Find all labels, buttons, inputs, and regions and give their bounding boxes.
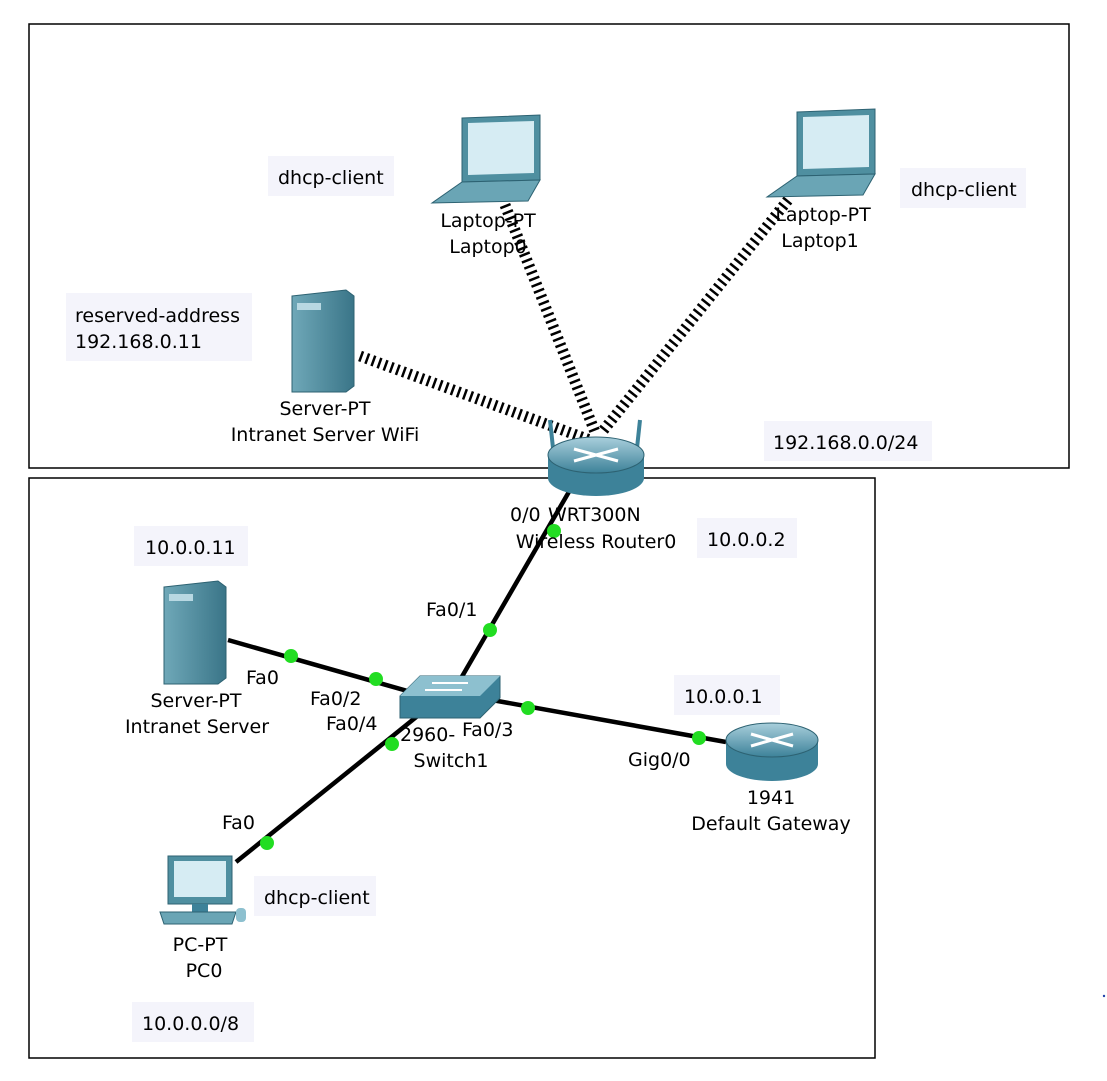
wifi-server-name-label: Intranet Server WiFi xyxy=(231,424,420,446)
note-dhcp-client: dhcp-client xyxy=(911,179,1017,201)
lan-area-box xyxy=(28,477,876,1059)
link-up-indicator xyxy=(369,672,383,686)
note-lan-network: 10.0.0.0/8 xyxy=(142,1013,239,1035)
switch-model-label: 2960- xyxy=(400,724,455,746)
link-up-indicator xyxy=(260,836,274,850)
note-background xyxy=(132,1002,254,1042)
note-server-ip: 10.0.0.11 xyxy=(145,537,236,559)
antenna xyxy=(548,419,555,449)
laptop-screen xyxy=(803,115,869,169)
port-label-fa0-2: Fa0/2 xyxy=(310,688,361,710)
note-background xyxy=(674,675,780,715)
router-arrows xyxy=(573,447,619,463)
laptop-keyboard xyxy=(430,179,541,204)
link-up-indicator xyxy=(547,524,561,538)
note-background xyxy=(697,518,797,558)
pc-name-label: PC0 xyxy=(186,960,223,982)
server-drive-bay xyxy=(169,594,193,601)
note-reserved-ip: 192.168.0.11 xyxy=(75,331,202,353)
port-label-fa0-4: Fa0/4 xyxy=(326,713,377,735)
laptop-screen xyxy=(468,121,534,175)
note-gateway-ip: 10.0.0.1 xyxy=(684,686,763,708)
stray-dot xyxy=(1102,994,1106,998)
wireless-link-laptop0 xyxy=(499,202,601,435)
wireless-link-laptop1 xyxy=(597,196,793,436)
wireless-links xyxy=(358,196,793,446)
note-background xyxy=(900,168,1026,208)
switch-device[interactable] xyxy=(399,675,501,719)
laptop1-name-label: Laptop1 xyxy=(781,230,859,252)
server-drive-bay xyxy=(297,303,321,310)
pc-stand xyxy=(192,904,208,912)
pc-screen xyxy=(174,861,226,897)
link-indicators xyxy=(260,524,706,850)
note-background xyxy=(268,156,394,196)
switch-name-label: Switch1 xyxy=(414,750,489,772)
laptop0-model-label: Laptop-PT xyxy=(440,210,536,232)
note-background xyxy=(134,526,248,566)
cable-server-switch xyxy=(227,637,419,697)
link-up-indicator xyxy=(521,701,535,715)
pc-keyboard xyxy=(159,911,237,925)
port-label-fa0-1: Fa0/1 xyxy=(426,599,477,621)
cable-router-switch xyxy=(458,488,572,682)
laptop0-device[interactable] xyxy=(430,114,541,204)
port-label-pc-fa0: Fa0 xyxy=(222,812,255,834)
gateway-model-label: 1941 xyxy=(747,787,795,809)
server-icon xyxy=(291,289,355,393)
pc-device[interactable] xyxy=(159,855,246,925)
gateway-router-device[interactable] xyxy=(725,722,819,781)
laptop1-device[interactable] xyxy=(765,108,876,198)
note-dhcp-client: dhcp-client xyxy=(278,167,384,189)
laptop-keyboard xyxy=(765,173,876,198)
intranet-server-name-label: Intranet Server xyxy=(125,716,269,738)
port-label-gig0-0: Gig0/0 xyxy=(628,749,691,771)
gateway-name-label: Default Gateway xyxy=(691,813,850,835)
note-wifi-network: 192.168.0.0/24 xyxy=(773,432,918,454)
pc-mouse xyxy=(236,908,246,922)
note-background xyxy=(764,421,932,461)
link-up-indicator xyxy=(385,737,399,751)
router-name-label: Wireless Router0 xyxy=(516,531,677,553)
note-router-ip: 10.0.0.2 xyxy=(707,529,786,551)
link-up-indicator xyxy=(692,731,706,745)
note-reserved-address: reserved-address xyxy=(75,305,240,327)
wireless-router-device[interactable] xyxy=(547,419,645,496)
wifi-server-device[interactable] xyxy=(291,289,355,393)
intranet-server-device[interactable] xyxy=(163,580,227,685)
link-up-indicator xyxy=(284,649,298,663)
server-icon xyxy=(163,580,227,685)
intranet-server-model-label: Server-PT xyxy=(150,690,241,712)
wifi-area-box xyxy=(28,23,1070,469)
port-label-fa0-3: Fa0/3 xyxy=(462,719,513,741)
router-model-label: WRT300N xyxy=(548,504,641,526)
wireless-link-wifi-server xyxy=(358,350,592,446)
laptop0-name-label: Laptop0 xyxy=(449,236,527,258)
router-port-label: 0/0 xyxy=(510,504,541,526)
port-label-server-fa0: Fa0 xyxy=(246,667,279,689)
wifi-server-model-label: Server-PT xyxy=(279,398,370,420)
note-background xyxy=(66,293,252,361)
switch-arrows xyxy=(425,682,468,691)
link-up-indicator xyxy=(483,623,497,637)
router-arrows xyxy=(750,732,794,748)
laptop1-model-label: Laptop-PT xyxy=(775,204,871,226)
pc-model-label: PC-PT xyxy=(173,934,228,956)
note-background xyxy=(254,876,376,916)
antenna xyxy=(635,419,642,449)
note-dhcp-client: dhcp-client xyxy=(264,887,370,909)
